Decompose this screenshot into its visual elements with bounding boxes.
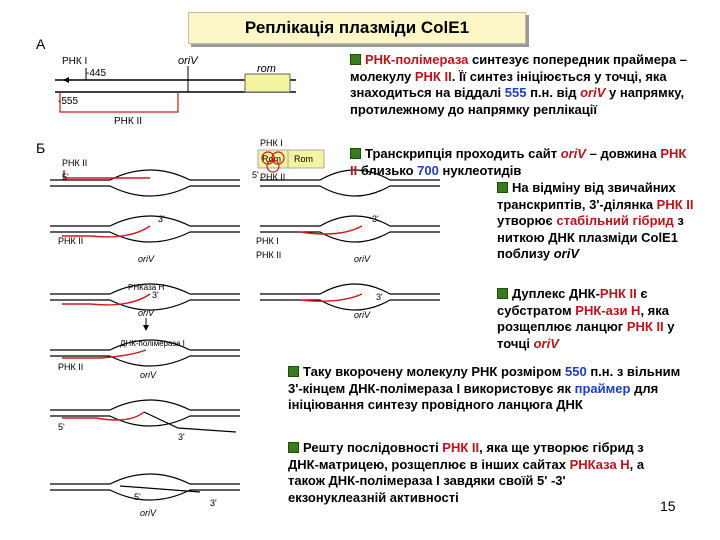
rnk2-label-2: РНК II <box>58 236 83 246</box>
rnk1-label-r3: РНК I <box>256 236 279 246</box>
oriv-label-r3: oriV <box>354 310 371 320</box>
rnkase-label: РНКаза Н <box>128 283 164 292</box>
rom-complex: Rom Rom РНК I РНК II 5' <box>252 138 440 197</box>
rnk2-label-r3: РНК II <box>256 250 281 260</box>
end3-label-r2: 3' <box>372 214 379 224</box>
rnk2-label-1: РНК II <box>62 158 87 168</box>
intermediate-2: РНК II 3' oriV <box>50 214 240 264</box>
oriv-label-6: oriV <box>140 508 157 518</box>
end3-label-r3: 3' <box>376 292 383 302</box>
intermediate-5: 5' 3' <box>50 399 240 442</box>
rnk2-transcript-line <box>59 92 179 113</box>
oriv-label: oriV <box>178 55 199 67</box>
rnk2-label-4: РНК II <box>58 362 83 372</box>
oriv-label-2: oriV <box>138 254 155 264</box>
rom-label-right: Rom <box>294 154 313 164</box>
bullet-icon <box>288 442 299 453</box>
paragraph-2: Транскрипція проходить сайт oriV – довжи… <box>350 146 687 178</box>
paragraph-4: Дуплекс ДНК-РНК II є субстратом РНК-ази … <box>497 286 675 351</box>
paragraph-5: Таку вкорочену молекулу РНК розміром 550… <box>288 364 681 412</box>
plasmid-map: rom РНК I -445 -555 oriV РНК II <box>55 55 296 127</box>
panel-label-a: А <box>36 36 46 52</box>
paragraph-6: Решту послідовності РНК II, яка ще утвор… <box>288 440 645 505</box>
page-number: 15 <box>660 498 676 514</box>
intermediate-6: 5' 3' oriV <box>50 473 240 518</box>
oriv-label-3: oriV <box>138 308 155 318</box>
rnk1-label-b: РНК I <box>260 138 283 148</box>
intermediate-3: РНКаза Н 3' oriV <box>50 283 240 331</box>
end3-label-6: 3' <box>210 498 217 508</box>
bullet-icon <box>350 54 361 65</box>
end3-label-5: 3' <box>178 432 185 442</box>
oriv-label-r2: oriV <box>354 254 371 264</box>
oriv-label-4: oriV <box>140 370 157 380</box>
intermediate-1: РНК II 5' <box>50 158 240 197</box>
rnk2-label-b: РНК II <box>260 172 285 182</box>
rom-intermediate-2: 3' oriV <box>260 214 440 264</box>
rom-label: rom <box>257 63 276 75</box>
end5-label-1: 5' <box>62 172 69 182</box>
bullet-icon <box>288 366 299 377</box>
end5-label-6: 5' <box>134 492 141 502</box>
rnk1-label: РНК I <box>62 56 87 67</box>
dnapol-label-4: ДНК-полімераза I <box>120 339 185 348</box>
paragraph-1: РНК-полімераза синтезує попередник прайм… <box>350 52 687 117</box>
pos-555-label: -555 <box>58 96 78 107</box>
rom-gene-box <box>244 73 291 93</box>
bullet-icon <box>350 148 361 159</box>
pos-445-label: -445 <box>86 68 106 79</box>
end5-label-b: 5' <box>252 170 259 180</box>
panel-label-b: Б <box>36 140 46 156</box>
bullet-icon <box>497 182 508 193</box>
intermediate-4: ДНК-полімераза I РНК II oriV <box>50 339 240 380</box>
end3-label-3: 3' <box>152 290 159 300</box>
page-title: Реплікація плазміди ColE1 <box>188 12 526 44</box>
bullet-icon <box>497 288 508 299</box>
paragraph-3: На відміну від звичайних транскриптів, 3… <box>497 180 694 261</box>
rom-intermediate-3: РНК I РНК II 3' oriV <box>256 236 440 320</box>
rnk2-label: РНК II <box>114 116 142 127</box>
rnk1-arrow <box>63 68 87 83</box>
end3-label-2: 3' <box>158 214 165 224</box>
end5-label-5: 5' <box>58 422 65 432</box>
